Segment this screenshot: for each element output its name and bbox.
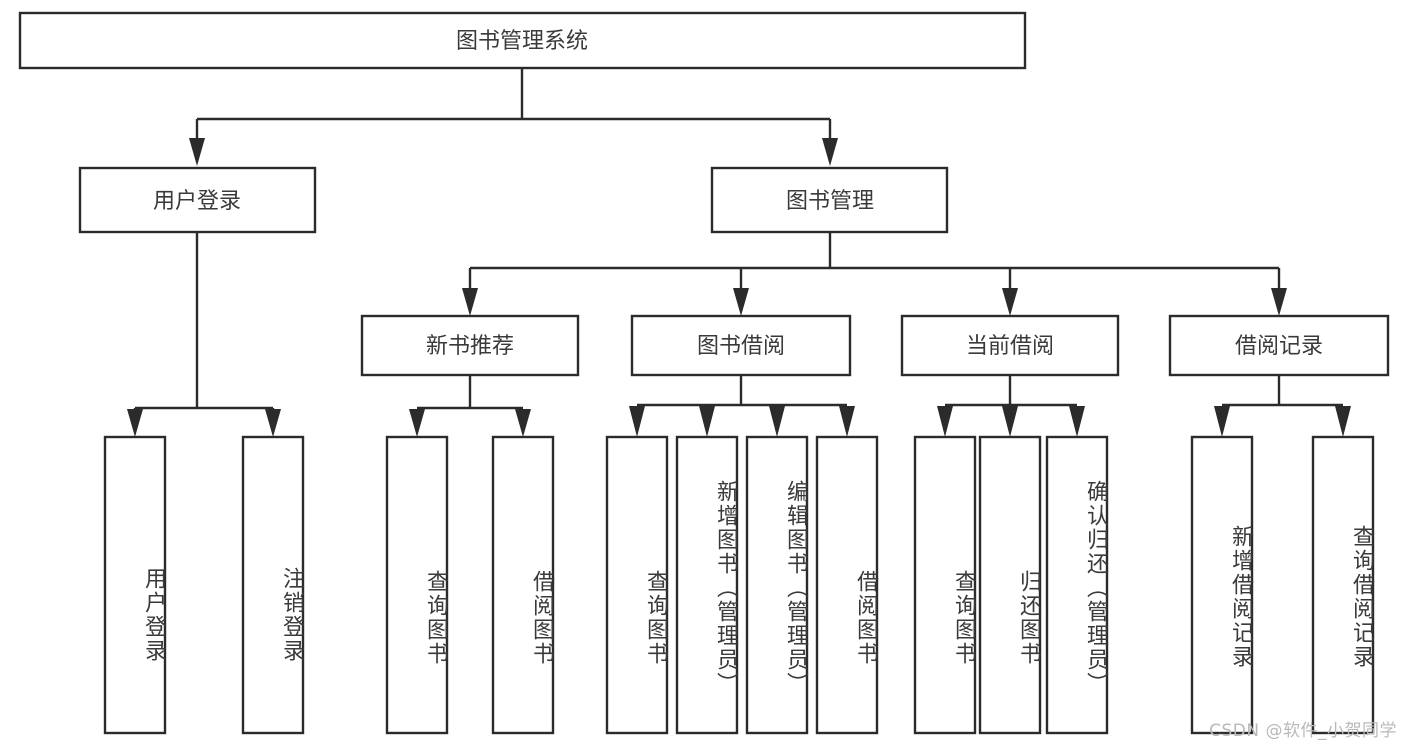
arrow-head-br-1 [1214, 406, 1230, 437]
connector-root-to-level2 [189, 68, 838, 166]
leaf-rect-bb-2[interactable] [745, 435, 809, 735]
leaf-rect-cb-2[interactable] [1045, 435, 1109, 735]
connector-current-borrow-to-leaves [937, 375, 1085, 437]
node-book-borrow-rect [630, 314, 852, 377]
arrow-head-bb-4 [839, 406, 855, 437]
connector-user-login-to-leaves [127, 232, 281, 437]
leaf-rect-nbr-0[interactable] [385, 435, 449, 735]
node-borrow-record-label: 借阅记录 [1235, 334, 1323, 359]
arrow-head-level3-2 [733, 288, 749, 316]
node-root-rect [18, 11, 1027, 70]
node-book-management-label: 图书管理 [786, 189, 874, 214]
arrow-head-br-2 [1335, 406, 1351, 437]
node-book-management[interactable]: 图书管理 [710, 166, 949, 234]
arrow-head-level3-1 [462, 288, 478, 316]
arrow-head-level2-2 [822, 138, 838, 166]
leaf-rect-user-login-1[interactable] [241, 435, 305, 735]
node-user-login[interactable]: 用户登录 [78, 166, 317, 234]
csdn-watermark: CSDN @软件_小贺同学 [1209, 721, 1397, 741]
leaf-rect-user-login-0[interactable] [103, 435, 167, 735]
arrow-head-user-login-1 [127, 409, 143, 437]
arrow-head-bb-1 [629, 406, 645, 437]
arrow-head-bb-3 [769, 406, 785, 437]
leaf-rect-br-1[interactable] [1311, 435, 1375, 735]
arrow-head-level3-3 [1002, 288, 1018, 316]
connector-new-book-recommend-to-leaves [409, 375, 531, 437]
connector-book-management-to-level3 [462, 232, 1287, 316]
connector-book-borrow-to-leaves [629, 375, 855, 437]
leaf-rect-bb-3[interactable] [815, 435, 879, 735]
node-current-borrow[interactable]: 当前借阅 [900, 314, 1120, 377]
node-new-book-recommend-rect [360, 314, 580, 377]
node-borrow-record[interactable]: 借阅记录 [1168, 314, 1390, 377]
arrow-head-nbr-2 [515, 409, 531, 437]
node-new-book-recommend[interactable]: 新书推荐 [360, 314, 580, 377]
arrow-head-nbr-1 [409, 409, 425, 437]
node-book-management-rect [710, 166, 949, 234]
arrow-head-cb-2 [1002, 406, 1018, 437]
node-borrow-record-rect [1168, 314, 1390, 377]
node-book-borrow-label: 图书借阅 [697, 334, 785, 359]
leaf-rect-nbr-1[interactable] [491, 435, 555, 735]
arrow-head-cb-3 [1069, 406, 1085, 437]
node-root-label: 图书管理系统 [456, 29, 588, 54]
arrow-head-user-login-2 [265, 409, 281, 437]
arrow-head-bb-2 [699, 406, 715, 437]
node-current-borrow-label: 当前借阅 [966, 334, 1054, 359]
arrow-head-cb-1 [937, 406, 953, 437]
leaf-rect-br-0[interactable] [1190, 435, 1254, 735]
connector-borrow-record-to-leaves [1214, 375, 1351, 437]
node-user-login-label: 用户登录 [153, 189, 241, 214]
node-book-borrow[interactable]: 图书借阅 [630, 314, 852, 377]
node-new-book-recommend-label: 新书推荐 [426, 334, 514, 359]
leaf-rect-bb-0[interactable] [605, 435, 669, 735]
arrow-head-level3-4 [1271, 288, 1287, 316]
arrow-head-level2-1 [189, 138, 205, 166]
leaf-boxes [103, 435, 1375, 735]
leaf-rect-cb-0[interactable] [913, 435, 977, 735]
node-current-borrow-rect [900, 314, 1120, 377]
leaf-rect-bb-1[interactable] [675, 435, 739, 735]
node-root[interactable]: 图书管理系统 [18, 11, 1027, 70]
leaf-rect-cb-1[interactable] [978, 435, 1042, 735]
